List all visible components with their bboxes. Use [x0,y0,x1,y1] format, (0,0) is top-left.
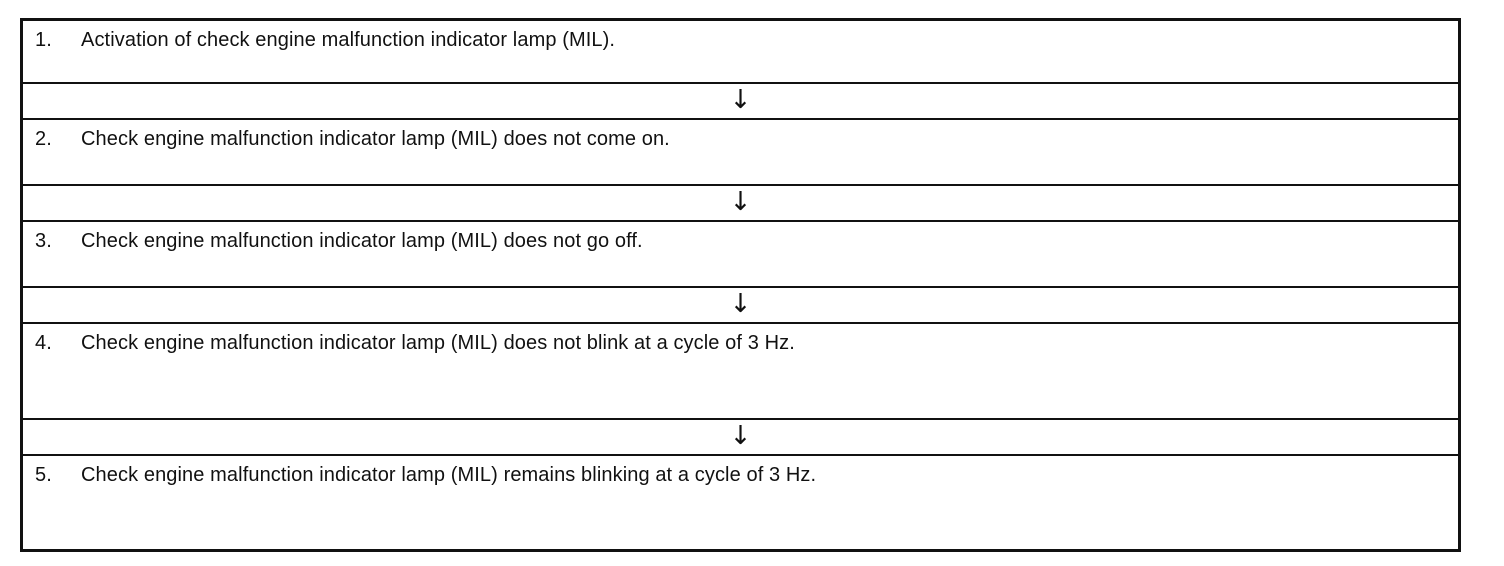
step-5-text: Check engine malfunction indicator lamp … [81,464,817,486]
connector-row-1: ↓ [23,84,1458,120]
step-1-line: 1. Activation of check engine malfunction… [35,29,615,52]
connector-row-2: ↓ [23,186,1458,222]
down-arrow-icon: ↓ [729,187,752,217]
down-arrow-icon: ↓ [729,85,752,115]
connector-row-4: ↓ [23,420,1458,456]
step-1-text: Activation of check engine malfunction i… [81,29,616,51]
down-arrow-icon: ↓ [729,289,752,319]
step-2-number: 2. [35,128,52,150]
diagnostic-flowchart: 1. Activation of check engine malfunction… [20,18,1461,552]
step-2-text: Check engine malfunction indicator lamp … [81,128,670,150]
step-4-line: 4. Check engine malfunction indicator lam… [35,332,795,355]
step-3-text: Check engine malfunction indicator lamp … [81,230,643,252]
connector-row-3: ↓ [23,288,1458,324]
down-arrow-icon: ↓ [729,421,752,451]
step-4-text: Check engine malfunction indicator lamp … [81,332,795,354]
step-1-number: 1. [35,29,52,51]
step-box-5: 5. Check engine malfunction indicator lam… [23,456,1458,549]
step-box-3: 3. Check engine malfunction indicator lam… [23,222,1458,288]
step-3-number: 3. [35,230,52,252]
step-4-number: 4. [35,332,52,354]
step-5-number: 5. [35,464,52,486]
step-box-4: 4. Check engine malfunction indicator lam… [23,324,1458,420]
step-box-2: 2. Check engine malfunction indicator lam… [23,120,1458,186]
step-2-line: 2. Check engine malfunction indicator lam… [35,128,670,151]
step-5-line: 5. Check engine malfunction indicator lam… [35,464,816,487]
step-box-1: 1. Activation of check engine malfunction… [23,21,1458,84]
step-3-line: 3. Check engine malfunction indicator lam… [35,230,643,253]
